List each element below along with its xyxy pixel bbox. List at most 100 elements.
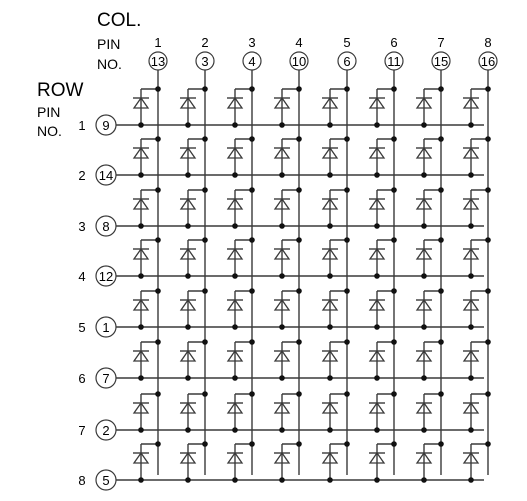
junction-dot [327, 427, 333, 433]
junction-dot [344, 339, 350, 345]
led-diode [321, 391, 350, 433]
led-diode [415, 339, 444, 381]
junction-dot [249, 86, 255, 92]
junction-dot [185, 375, 191, 381]
led-diode [321, 339, 350, 381]
led-diode [226, 288, 255, 330]
led-diode [321, 187, 350, 229]
led-diode [226, 187, 255, 229]
row-pin-circle [95, 419, 117, 441]
column-pin-circle [289, 51, 309, 71]
junction-dot [327, 324, 333, 330]
junction-dot [138, 324, 144, 330]
led-diode [462, 237, 491, 279]
junction-dot [438, 391, 444, 397]
row-no-label: NO. [37, 123, 62, 139]
junction-dot [485, 86, 491, 92]
junction-dot [391, 237, 397, 243]
junction-dot [279, 477, 285, 483]
row-pin-number: 5 [102, 473, 109, 488]
junction-dot [374, 172, 380, 178]
junction-dot [296, 237, 302, 243]
row-index-label: 1 [78, 118, 85, 133]
junction-dot [185, 427, 191, 433]
led-diode [273, 339, 302, 381]
junction-dot [249, 391, 255, 397]
led-diode [273, 288, 302, 330]
junction-dot [155, 187, 161, 193]
junction-dot [391, 86, 397, 92]
junction-dot [232, 223, 238, 229]
junction-dot [155, 339, 161, 345]
led-diode [179, 391, 208, 433]
led-diode [132, 237, 161, 279]
junction-dot [391, 441, 397, 447]
junction-dot [468, 122, 474, 128]
led-diode [368, 288, 397, 330]
column-pin-circle [242, 51, 262, 71]
led-diode [132, 86, 161, 128]
junction-dot [138, 172, 144, 178]
junction-dot [468, 375, 474, 381]
led-diode [273, 441, 302, 483]
junction-dot [344, 237, 350, 243]
led-diode [415, 136, 444, 178]
col-title: COL. [97, 10, 141, 31]
column-pin-number: 4 [248, 54, 255, 69]
junction-dot [374, 324, 380, 330]
led-diode [132, 339, 161, 381]
junction-dot [296, 441, 302, 447]
junction-dot [344, 136, 350, 142]
led-diode [415, 237, 444, 279]
junction-dot [421, 427, 427, 433]
led-diode [132, 441, 161, 483]
junction-dot [391, 187, 397, 193]
junction-dot [138, 477, 144, 483]
junction-dot [155, 86, 161, 92]
junction-dot [249, 441, 255, 447]
led-diode [368, 187, 397, 229]
junction-dot [155, 441, 161, 447]
led-diode [462, 86, 491, 128]
junction-dot [421, 375, 427, 381]
junction-dot [296, 391, 302, 397]
led-diode [132, 391, 161, 433]
row-index-label: 3 [78, 219, 85, 234]
row-pin-number: 1 [102, 320, 109, 335]
row-pin-number: 2 [102, 423, 109, 438]
column-pin-circle [337, 51, 357, 71]
junction-dot [374, 122, 380, 128]
junction-dot [391, 136, 397, 142]
junction-dot [374, 477, 380, 483]
junction-dot [468, 324, 474, 330]
junction-dot [232, 324, 238, 330]
junction-dot [344, 391, 350, 397]
junction-dot [485, 339, 491, 345]
column-pin-number: 13 [151, 54, 165, 69]
junction-dot [279, 375, 285, 381]
led-diode [368, 237, 397, 279]
led-diode [415, 86, 444, 128]
junction-dot [232, 477, 238, 483]
led-diode [321, 441, 350, 483]
junction-dot [202, 391, 208, 397]
led-diode [462, 391, 491, 433]
junction-dot [185, 172, 191, 178]
column-pin-number: 16 [481, 54, 495, 69]
junction-dot [421, 273, 427, 279]
led-diode [462, 441, 491, 483]
row-index-label: 6 [78, 371, 85, 386]
column-index-label: 3 [248, 35, 255, 50]
row-pin-circle [95, 164, 117, 186]
led-diode [368, 86, 397, 128]
column-pin-number: 3 [201, 54, 208, 69]
column-pin-number: 10 [292, 54, 306, 69]
junction-dot [185, 477, 191, 483]
led-diode [226, 237, 255, 279]
junction-dot [468, 172, 474, 178]
led-diode [179, 136, 208, 178]
row-pin-number: 7 [102, 371, 109, 386]
led-diode [321, 136, 350, 178]
led-diode [415, 187, 444, 229]
